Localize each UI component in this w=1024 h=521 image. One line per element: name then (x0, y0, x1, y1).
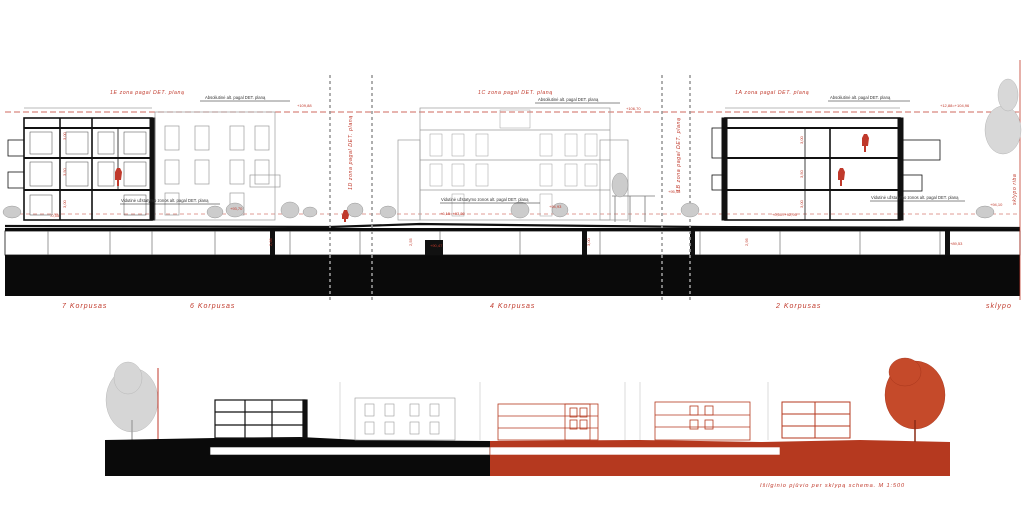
building-4-facade (397, 107, 629, 221)
zone-label-1b: 1B zona pagal DET. planą (676, 118, 682, 192)
svg-text:+106,70: +106,70 (626, 106, 641, 111)
elevation-mark: +95,46 (668, 189, 681, 194)
building-label-sklypo: sklypo (986, 303, 1012, 310)
tree-left (105, 361, 159, 440)
building-label-4: 4 Korpusas (490, 303, 535, 310)
svg-text:Vidutinė užstatymo zonos alt.: Vidutinė užstatymo zonos alt. pagal DET.… (121, 198, 209, 203)
dimension: 3,50 (799, 169, 804, 178)
elevation-mark: +6,15=+93,30 (440, 211, 466, 216)
pergola (612, 195, 655, 222)
svg-text:Vidutinė užstatymo zonos alt.: Vidutinė užstatymo zonos alt. pagal DET.… (871, 195, 959, 200)
schema-building-2 (781, 401, 851, 439)
zone-dividers (329, 75, 691, 300)
svg-text:+94,10: +94,10 (990, 202, 1003, 207)
zone-note-2: Vidutinė užstatymo zonos alt. pagal DET.… (440, 197, 562, 209)
tree-right (884, 357, 946, 442)
building-2-section (711, 107, 941, 221)
height-note-3: Absoliutinė alt. pagal DET. planą +12,88… (828, 95, 970, 108)
svg-text:+93,70: +93,70 (230, 206, 243, 211)
svg-text:+12,88=+104,96: +12,88=+104,96 (940, 103, 970, 108)
ground-line (4, 222, 1021, 230)
dimension: 3,00 (62, 131, 67, 140)
building-label-7: 7 Korpusas (62, 303, 107, 310)
zone-label-1e: 1E zona pagal DET. planą (110, 90, 184, 96)
dimension: 3,50 (62, 167, 67, 176)
schema-dividers (339, 382, 769, 440)
schema-building-7 (214, 399, 308, 439)
elevation-mark: +0,00=+92,95 (772, 212, 798, 217)
building-7-section (7, 107, 156, 221)
top-section: 1E zona pagal DET. planą 1C zona pagal D… (2, 60, 1022, 310)
zone-label-1a: 1A zona pagal DET. planą (735, 90, 809, 96)
building-label-6: 6 Korpusas (190, 303, 235, 310)
schema-building-6 (354, 397, 456, 441)
svg-text:Vidutinė užstatymo zonos alt.: Vidutinė užstatymo zonos alt. pagal DET.… (441, 197, 529, 202)
dimension: 2,55 (408, 237, 413, 246)
side-label: sklypo riba (1012, 174, 1018, 205)
basement-columns (47, 231, 941, 255)
shrubs (2, 172, 995, 219)
dimension: 3,00 (62, 199, 67, 208)
building-label-2: 2 Korpusas (775, 303, 821, 310)
zone-note-1: Vidutinė užstatymo zonos alt. pagal DET.… (120, 198, 243, 211)
svg-text:Absoliutinė alt. pagal DET. pl: Absoliutinė alt. pagal DET. planą (538, 97, 599, 102)
dimension: 3,00 (586, 237, 591, 246)
schema-building-4 (497, 401, 751, 441)
ground-black (105, 437, 490, 476)
elevation-mark: -0,55 (50, 213, 60, 218)
bottom-schema: Išilginio pjūvio per sklypą schema. M 1:… (105, 357, 950, 489)
elevation-mark: +89,53 (950, 241, 963, 246)
elevation-mark: +90,47 (430, 243, 443, 248)
zone-label-1d: 1D zona pagal DET. planą (348, 115, 354, 190)
svg-text:+94,93: +94,93 (549, 204, 562, 209)
svg-text:Absoliutinė alt. pagal DET. pl: Absoliutinė alt. pagal DET. planą (830, 95, 891, 100)
dimension: 3,00 (799, 199, 804, 208)
height-note-2: Absoliutinė alt. pagal DET. planą +106,7… (535, 97, 641, 111)
schema-caption: Išilginio pjūvio per sklypą schema. M 1:… (760, 483, 905, 489)
dimension: 2,95 (268, 237, 273, 246)
svg-text:Absoliutinė alt. pagal DET. pl: Absoliutinė alt. pagal DET. planą (205, 95, 266, 100)
zone-note-3: Vidutinė užstatymo zonos alt. pagal DET.… (870, 195, 1003, 207)
basement-void (4, 230, 1021, 256)
ground-terracotta (490, 440, 950, 476)
svg-text:+109,88: +109,88 (297, 103, 312, 108)
dimension: 2,95 (744, 237, 749, 246)
dimension: 3,00 (799, 135, 804, 144)
height-note-1: Absoliutinė alt. pagal DET. planą +109,8… (200, 95, 312, 108)
zone-label-1c: 1C zona pagal DET. planą (478, 90, 553, 96)
tree-top-right (984, 78, 1022, 155)
